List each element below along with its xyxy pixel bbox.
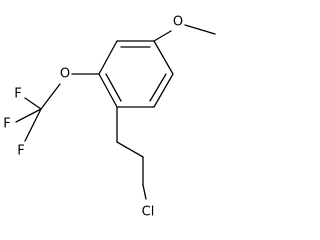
fluorine-top-label: F [14,87,21,102]
chain-bond-2 [116,141,144,158]
ring-double-bond-inner-3 [105,73,122,102]
bond-layer [15,24,216,200]
methoxy-bond-ring-oxygen [153,30,172,42]
ring-bond-3 [153,73,174,108]
methoxy-oxygen-label: O [173,15,183,30]
ring-double-bond-inner-2 [149,73,167,102]
cf-bond-bottom [24,108,42,142]
methoxy-bond-oxygen-methyl [184,24,216,35]
ring-bond-2 [153,40,174,75]
ring-bond-5 [98,73,118,108]
fluorine-left-label: F [3,117,10,132]
ring-bond-6 [98,40,118,75]
ether-bond-oxygen-carbon [40,83,61,110]
chlorine-label: Cl [142,205,155,220]
fluorine-bottom-label: F [17,144,24,159]
cf-bond-left [15,108,42,123]
chemical-structure: O O F F F Cl [3,15,216,220]
ether-oxygen-label: O [60,67,70,82]
atom-label-layer: O O F F F Cl [3,15,183,220]
cf-bond-top [24,97,42,110]
chain-bond-4 [142,184,147,200]
